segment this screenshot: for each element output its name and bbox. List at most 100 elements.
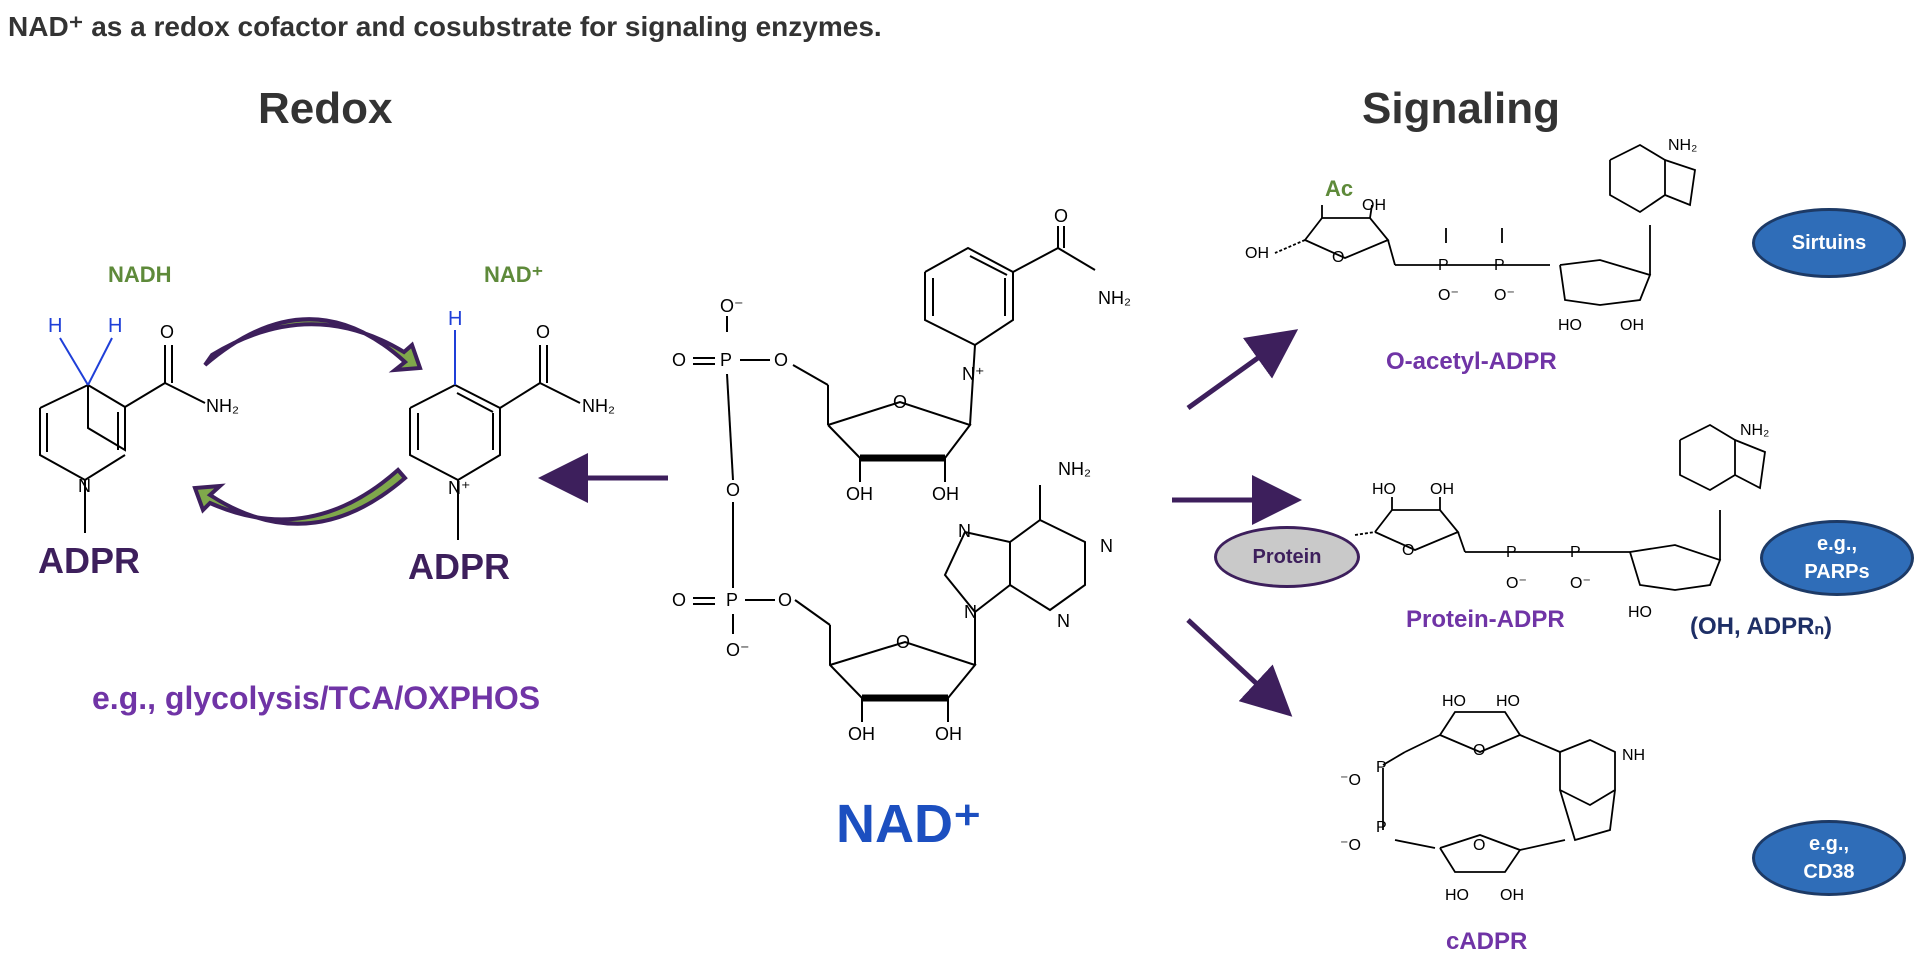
nad-center-label: NAD⁺ — [836, 794, 982, 854]
pa-ho: HO — [1372, 481, 1396, 498]
cadpr-oh-bottom: OH — [1500, 887, 1524, 904]
ribose-upper-oh-b: OH — [932, 484, 959, 504]
adpr-label-left: ADPR — [38, 540, 141, 581]
p2-double-o: O — [672, 590, 686, 610]
redox-curved-arrows — [192, 317, 423, 526]
p1-ester-o: O — [774, 350, 788, 370]
p1-ominus-label: O⁻ — [720, 296, 744, 316]
cadpr-p2: P — [1376, 819, 1387, 836]
cadpr-bottom-n — [1519, 839, 1566, 851]
pa-ch2 — [1457, 531, 1466, 553]
oa-ac-label: Ac — [1325, 176, 1353, 201]
nadh-h-bond-2 — [87, 337, 113, 386]
enzyme-cd38: e.g., CD38 — [1752, 820, 1906, 896]
o-acetyl-adpr-structure — [1274, 143, 1696, 306]
oa-p2: P — [1494, 257, 1505, 274]
redox-structures — [39, 330, 581, 540]
ribose-upper-o5 — [792, 364, 829, 386]
protein-substrate: Protein — [1214, 526, 1360, 588]
nad-atoms: O NH₂ N⁺ O OH OH O P O⁻ O O P O O⁻ O O O… — [672, 206, 1131, 744]
cadpr-p1: P — [1376, 759, 1387, 776]
nad-structure — [693, 226, 1096, 722]
pa-protein-wavy — [1354, 531, 1376, 536]
oa-oh-2: OH — [1620, 317, 1644, 334]
pa-ribose-proximal — [1629, 544, 1722, 591]
arrow-to-o-acetyl-adpr — [1186, 329, 1299, 411]
pa-p2-ominus: O⁻ — [1570, 575, 1591, 592]
nic-nh2: NH₂ — [1098, 288, 1131, 308]
nad-nplus: N⁺ — [448, 478, 471, 498]
oa-adenine-5ring — [1664, 159, 1696, 207]
nadh-label: NADH — [108, 262, 172, 287]
pa-ribose-distal — [1374, 509, 1460, 551]
pyrophosphate-o — [726, 373, 734, 481]
adenine-imidazole — [943, 530, 1011, 613]
pa-nh2: NH₂ — [1740, 422, 1769, 439]
pa-adenine-5ring — [1734, 439, 1766, 490]
cadpr-top-ch2 — [1404, 734, 1441, 753]
pa-ring-o: O — [1402, 542, 1414, 559]
oa-ch2 — [1387, 239, 1396, 266]
redox-atoms: H H O NH₂ N H O NH₂ N⁺ — [48, 308, 615, 498]
nadh-h-1: H — [48, 315, 62, 337]
cadpr-ho-bottom: HO — [1445, 887, 1469, 904]
nic-amide — [1012, 247, 1059, 273]
nic-o: O — [1054, 206, 1068, 226]
oa-p1-ominus: O⁻ — [1438, 287, 1459, 304]
nic-nplus: N⁺ — [962, 364, 985, 384]
cadpr-ring-o-top: O — [1473, 742, 1485, 759]
oa-oh: OH — [1362, 197, 1386, 214]
p2-ester-o: O — [778, 590, 792, 610]
p1-double-o: O — [672, 350, 686, 370]
cadpr-nh: NH — [1622, 747, 1645, 764]
oa-adenine-6ring — [1609, 143, 1666, 214]
nad-o: O — [536, 322, 550, 342]
pa-p1-ominus: O⁻ — [1506, 575, 1527, 592]
o-acetyl-adpr-atoms: Ac OH OH O P P O⁻ O⁻ HO OH NH₂ — [1245, 137, 1697, 334]
p2-ominus-label: O⁻ — [726, 640, 750, 660]
reduction-arrow — [192, 467, 408, 526]
nic-double-3 — [969, 255, 1008, 276]
pa-p2: P — [1570, 544, 1581, 561]
nadh-n: N — [78, 476, 91, 496]
pa-adenine-6ring — [1679, 423, 1736, 492]
nad-amine-bond — [539, 382, 581, 404]
nad-nh2: NH₂ — [582, 396, 615, 416]
oa-ring-o: O — [1332, 249, 1344, 266]
adenine-nh2-label: NH₂ — [1058, 459, 1091, 479]
arrow-to-cadpr — [1186, 618, 1293, 717]
redox-example: e.g., glycolysis/TCA/OXPHOS — [92, 680, 541, 716]
oa-oh-wavy — [1274, 239, 1306, 254]
redox-heading: Redox — [258, 84, 393, 133]
cadpr-ribose-top — [1439, 711, 1522, 753]
nadh-ring-edge — [87, 383, 126, 452]
cadpr-top-n — [1519, 734, 1561, 753]
enzyme-parps-line1: e.g., — [1816, 533, 1857, 555]
oa-nh2: NH₂ — [1668, 137, 1697, 154]
figure-title: NAD⁺ as a redox cofactor and cosubstrate… — [8, 11, 882, 42]
cadpr-adenine-6ring — [1559, 739, 1616, 807]
signaling-heading: Signaling — [1362, 84, 1560, 133]
enzyme-sirtuins: Sirtuins — [1752, 208, 1906, 278]
pa-ho-2: HO — [1628, 604, 1652, 621]
cadpr-ribose-bottom — [1439, 834, 1522, 873]
ribose-lower-oh-b: OH — [935, 724, 962, 744]
cadpr-bottom-o5 — [1394, 839, 1436, 849]
oa-p1: P — [1438, 257, 1449, 274]
protein-adpr-structure — [1354, 423, 1766, 591]
nadh-ring-lower — [39, 408, 126, 482]
cadpr-ho-top-2: HO — [1496, 693, 1520, 710]
cadpr-adenine-5ring — [1559, 789, 1616, 842]
adenine-n1: N — [1100, 536, 1113, 556]
pa-oh: OH — [1430, 481, 1454, 498]
ribose-upper-o: O — [893, 392, 907, 412]
adenine-n9: N — [964, 602, 977, 622]
nadh-h-bond-1 — [59, 337, 89, 386]
protein-label: Protein — [1252, 545, 1322, 568]
nic-amine — [1057, 247, 1096, 271]
adpr-label-right: ADPR — [408, 546, 511, 587]
oa-ribose-distal — [1304, 217, 1390, 259]
oxidation-arrow — [203, 317, 423, 373]
nicotinamide-ring — [924, 246, 1014, 347]
